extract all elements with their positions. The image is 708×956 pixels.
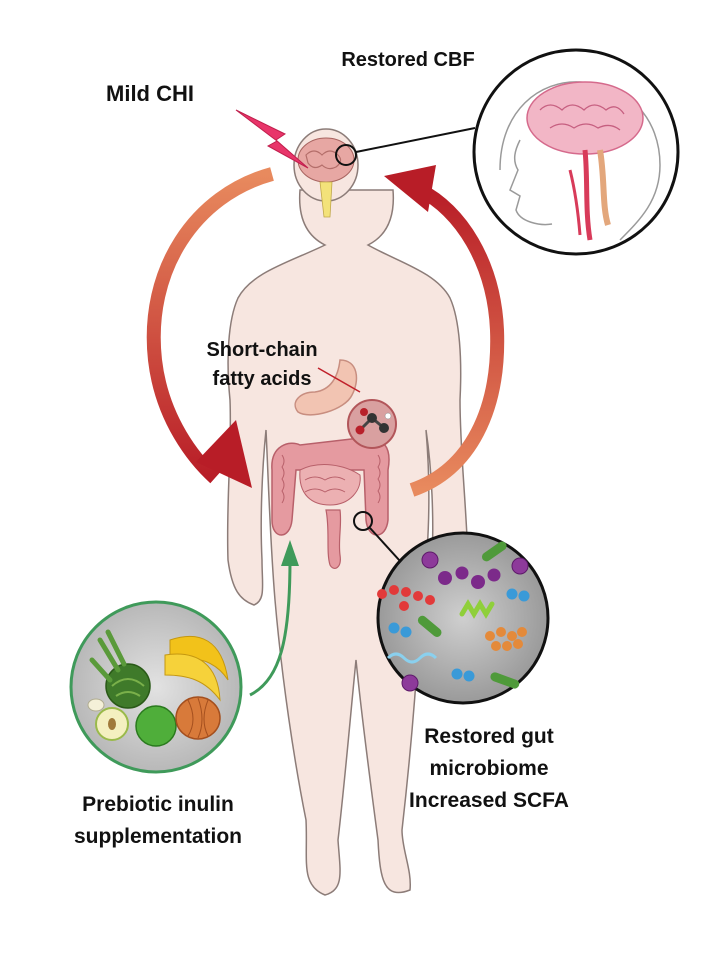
molecule-icon	[317, 367, 397, 449]
cbf-label: Restored CBF	[341, 49, 474, 71]
brain-zoom-connector	[335, 127, 476, 166]
prebiotic-arrow	[249, 540, 299, 697]
bacteria-icon	[376, 531, 550, 705]
microbiome-label-line1: Restored gut	[424, 725, 554, 748]
scfa-label-line2: fatty acids	[213, 368, 312, 390]
feedback-arrow-right	[384, 165, 505, 497]
prebiotic-label-line2: supplementation	[74, 825, 242, 848]
feedback-arrow-left	[146, 167, 274, 488]
fruit-vegetable-icon	[69, 600, 243, 774]
scfa-label-line1: Short-chain	[206, 339, 317, 361]
injury-label: Mild CHI	[106, 81, 194, 106]
intestines	[271, 437, 390, 569]
microbiome-label-line2: microbiome	[429, 757, 548, 780]
microbiome-label-line3: Increased SCFA	[409, 789, 569, 812]
lightning-bolt-icon	[235, 109, 309, 169]
head-cbf-illustration	[472, 48, 680, 256]
human-body	[226, 128, 470, 896]
stomach-icon	[294, 359, 358, 416]
prebiotic-label-line1: Prebiotic inulin	[82, 793, 234, 816]
